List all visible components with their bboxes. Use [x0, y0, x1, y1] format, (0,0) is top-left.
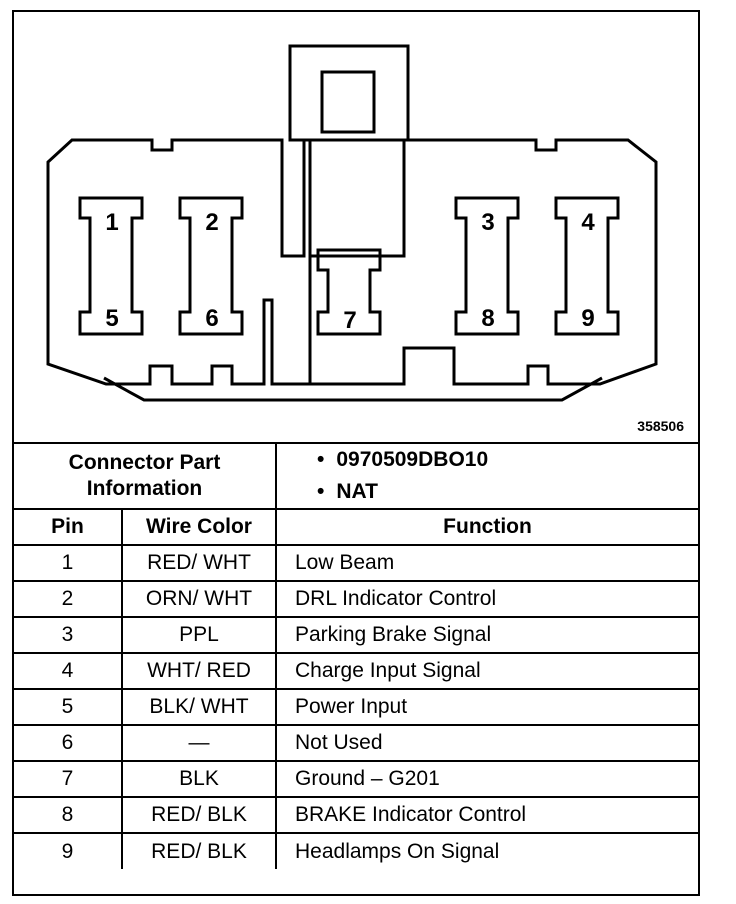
pin-label-5: 5 — [105, 305, 118, 332]
row-function: DRL Indicator Control — [275, 580, 698, 618]
row-pin: 2 — [14, 580, 123, 618]
connector-sheet: 1 2 3 4 5 6 7 8 9 358506 Connector Part … — [12, 10, 700, 896]
row-wire-color: RED/ BLK — [121, 832, 277, 869]
pin-label-9: 9 — [581, 305, 594, 332]
connector-latch — [288, 44, 410, 142]
part-info-label: Connector Part Information — [14, 442, 277, 510]
header-function: Function — [275, 508, 698, 546]
row-function: BRAKE Indicator Control — [275, 796, 698, 834]
row-pin: 5 — [14, 688, 123, 726]
connector-skirt — [103, 376, 603, 402]
table-row: 4 WHT/ RED Charge Input Signal — [14, 652, 698, 690]
cavity-2-6 — [178, 196, 244, 336]
connector-housing-left — [46, 138, 312, 386]
row-wire-color: — — [121, 724, 277, 762]
table-row: 9 RED/ BLK Headlamps On Signal — [14, 832, 698, 869]
row-wire-color: RED/ BLK — [121, 796, 277, 834]
row-wire-color: WHT/ RED — [121, 652, 277, 690]
pin-label-3: 3 — [481, 209, 494, 236]
row-function: Not Used — [275, 724, 698, 762]
row-function: Ground – G201 — [275, 760, 698, 798]
row-function: Power Input — [275, 688, 698, 726]
cavity-1-5 — [78, 196, 144, 336]
part-info-row: Connector Part Information 0970509DBO10 … — [14, 442, 698, 510]
pin-label-6: 6 — [205, 305, 218, 332]
row-function: Low Beam — [275, 544, 698, 582]
table-header-row: Pin Wire Color Function — [14, 508, 698, 546]
row-wire-color: PPL — [121, 616, 277, 654]
row-function: Charge Input Signal — [275, 652, 698, 690]
pin-table: Connector Part Information 0970509DBO10 … — [14, 442, 698, 869]
connector-diagram: 1 2 3 4 5 6 7 8 9 358506 — [14, 12, 698, 442]
connector-face-drawing: 1 2 3 4 5 6 7 8 9 — [46, 44, 658, 402]
pin-label-1: 1 — [105, 209, 118, 236]
row-pin: 7 — [14, 760, 123, 798]
part-info-label-line1: Connector Part — [68, 451, 221, 474]
header-pin: Pin — [14, 508, 123, 546]
part-number: 0970509DBO10 — [317, 444, 698, 476]
part-info-label-line2: Information — [86, 477, 203, 500]
row-wire-color: RED/ WHT — [121, 544, 277, 582]
table-row: 1 RED/ WHT Low Beam — [14, 544, 698, 582]
row-function: Headlamps On Signal — [275, 832, 698, 869]
row-wire-color: BLK — [121, 760, 277, 798]
pin-label-7: 7 — [343, 307, 356, 334]
table-row: 3 PPL Parking Brake Signal — [14, 616, 698, 654]
table-row: 5 BLK/ WHT Power Input — [14, 688, 698, 726]
part-info-values: 0970509DBO10 NAT — [275, 442, 698, 510]
row-pin: 6 — [14, 724, 123, 762]
connector-latch-window — [320, 70, 376, 134]
table-row: 8 RED/ BLK BRAKE Indicator Control — [14, 796, 698, 834]
figure-id: 358506 — [637, 418, 684, 434]
part-color: NAT — [317, 476, 698, 508]
row-pin: 4 — [14, 652, 123, 690]
cavity-4-9 — [554, 196, 620, 336]
table-row: 7 BLK Ground – G201 — [14, 760, 698, 798]
row-function: Parking Brake Signal — [275, 616, 698, 654]
header-wire-color: Wire Color — [121, 508, 277, 546]
pin-label-8: 8 — [481, 305, 494, 332]
pin-label-2: 2 — [205, 209, 218, 236]
cavity-7 — [316, 248, 382, 336]
row-wire-color: ORN/ WHT — [121, 580, 277, 618]
connector-housing-right — [308, 138, 658, 386]
row-pin: 8 — [14, 796, 123, 834]
table-row: 6 — Not Used — [14, 724, 698, 762]
row-pin: 3 — [14, 616, 123, 654]
row-wire-color: BLK/ WHT — [121, 688, 277, 726]
row-pin: 1 — [14, 544, 123, 582]
table-row: 2 ORN/ WHT DRL Indicator Control — [14, 580, 698, 618]
row-pin: 9 — [14, 832, 123, 869]
pin-label-4: 4 — [581, 209, 595, 236]
cavity-3-8 — [454, 196, 520, 336]
